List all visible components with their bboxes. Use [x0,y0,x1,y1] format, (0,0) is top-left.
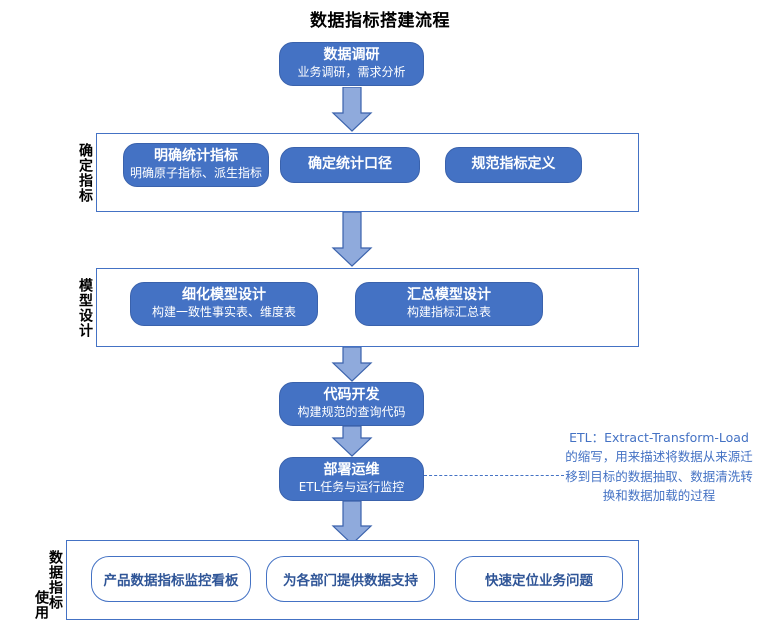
process-box-model-0-heading: 细化模型设计 [182,286,266,303]
arrow-down-model-to-code [327,346,377,383]
process-box-model-1-sub: 构建指标汇总表 [406,305,491,320]
outline-box-usage-2-label: 快速定位业务问题 [485,573,593,589]
arrow-down-deploy-to-usage [327,500,377,546]
process-box-research-heading: 数据调研 [323,46,380,63]
process-box-deploy[interactable]: 部署运维 ETL任务与运行监控 [279,457,424,501]
side-label-usage-text: 数据指标 [47,550,63,610]
process-box-define-1[interactable]: 确定统计口径 [280,147,420,183]
process-box-deploy-sub: ETL任务与运行监控 [298,480,405,495]
side-label-model-text: 模型设计 [77,277,93,338]
process-box-research-sub: 业务调研，需求分析 [297,65,406,80]
dashed-connector-etl [424,475,564,476]
process-box-code-heading: 代码开发 [323,386,380,403]
process-box-code[interactable]: 代码开发 构建规范的查询代码 [279,382,424,426]
process-box-model-1-heading: 汇总模型设计 [407,286,491,303]
outline-box-usage-1-label: 为各部门提供数据支持 [283,573,418,589]
arrow-down-code-to-deploy [327,425,377,458]
process-box-research[interactable]: 数据调研 业务调研，需求分析 [279,42,424,86]
page-title: 数据指标搭建流程 [310,11,450,31]
side-label-usage: 使用 数据指标 [22,540,63,620]
process-box-define-0-heading: 明确统计指标 [154,147,238,164]
outline-box-usage-0-label: 产品数据指标监控看板 [103,573,239,589]
process-box-define-2[interactable]: 规范指标定义 [445,147,582,183]
arrow-down-define-to-model [327,211,377,268]
process-box-model-0-sub: 构建一致性事实表、维度表 [151,305,296,320]
outline-box-usage-0[interactable]: 产品数据指标监控看板 [91,556,251,602]
arrow-down-research-to-define [327,86,377,133]
process-box-code-sub: 构建规范的查询代码 [297,405,406,420]
process-box-deploy-heading: 部署运维 [323,461,380,478]
outline-box-usage-2[interactable]: 快速定位业务问题 [455,556,623,602]
process-box-define-0[interactable]: 明确统计指标 明确原子指标、派生指标 [123,143,269,187]
process-box-define-1-heading: 确定统计口径 [308,156,392,173]
annotation-etl-note: ETL：Extract-Transform-Load 的缩写，用来描述将数据从来… [565,430,753,504]
outline-box-usage-1[interactable]: 为各部门提供数据支持 [266,556,435,602]
process-box-define-2-heading: 规范指标定义 [471,156,556,173]
side-label-usage-secondary: 使用 [33,590,49,620]
side-label-define: 确定指标 [56,133,93,212]
side-label-model: 模型设计 [56,268,93,347]
side-label-define-text: 确定指标 [77,142,93,203]
process-box-define-0-sub: 明确原子指标、派生指标 [129,166,262,181]
process-box-model-0[interactable]: 细化模型设计 构建一致性事实表、维度表 [130,282,318,326]
process-box-model-1[interactable]: 汇总模型设计 构建指标汇总表 [355,282,543,326]
